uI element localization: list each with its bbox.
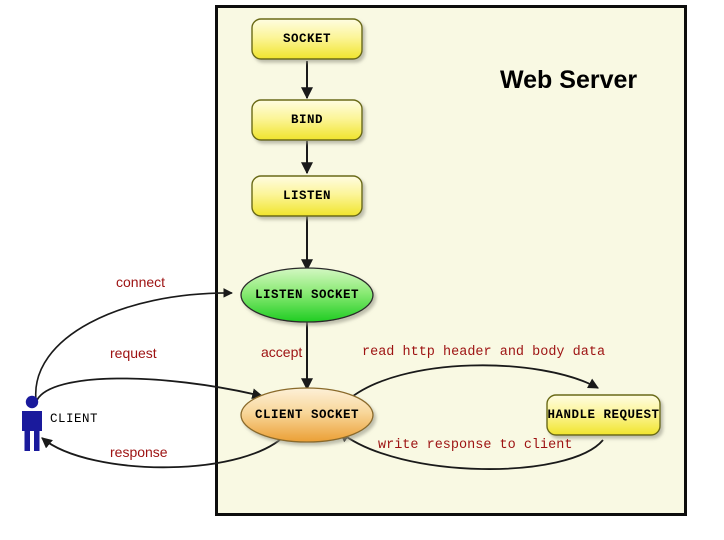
node-label-handle-request: HANDLE REQUEST bbox=[547, 408, 660, 422]
edge-label-connect: connect bbox=[116, 274, 166, 290]
node-socket[interactable] bbox=[251, 18, 363, 60]
node-listen-socket[interactable] bbox=[240, 267, 374, 323]
arrow-read-request bbox=[347, 364, 599, 401]
page-title: Web Server bbox=[500, 66, 638, 94]
node-label-client-socket: CLIENT SOCKET bbox=[254, 408, 360, 422]
arrow-connect bbox=[35, 288, 233, 401]
edge-label-request: request bbox=[110, 345, 157, 361]
node-listen[interactable] bbox=[251, 175, 363, 217]
node-label-socket: SOCKET bbox=[282, 32, 331, 46]
client-actor-icon[interactable] bbox=[22, 395, 42, 451]
node-client-socket[interactable] bbox=[240, 387, 374, 443]
edge-label-accept: accept bbox=[261, 344, 303, 360]
edge-label-read: read http header and body data bbox=[362, 345, 606, 360]
node-bind[interactable] bbox=[251, 99, 363, 141]
client-actor-label: CLIENT bbox=[50, 412, 99, 426]
node-label-bind: BIND bbox=[290, 113, 323, 127]
node-label-listen-socket: LISTEN SOCKET bbox=[254, 288, 360, 302]
edge-label-response: response bbox=[110, 444, 168, 460]
arrow-write-response bbox=[339, 431, 604, 470]
arrow-response bbox=[41, 431, 289, 469]
node-label-listen: LISTEN bbox=[282, 189, 331, 203]
arrow-request bbox=[36, 377, 264, 401]
edge-label-write: write response to client bbox=[378, 438, 573, 453]
node-handle-request[interactable] bbox=[546, 394, 661, 436]
